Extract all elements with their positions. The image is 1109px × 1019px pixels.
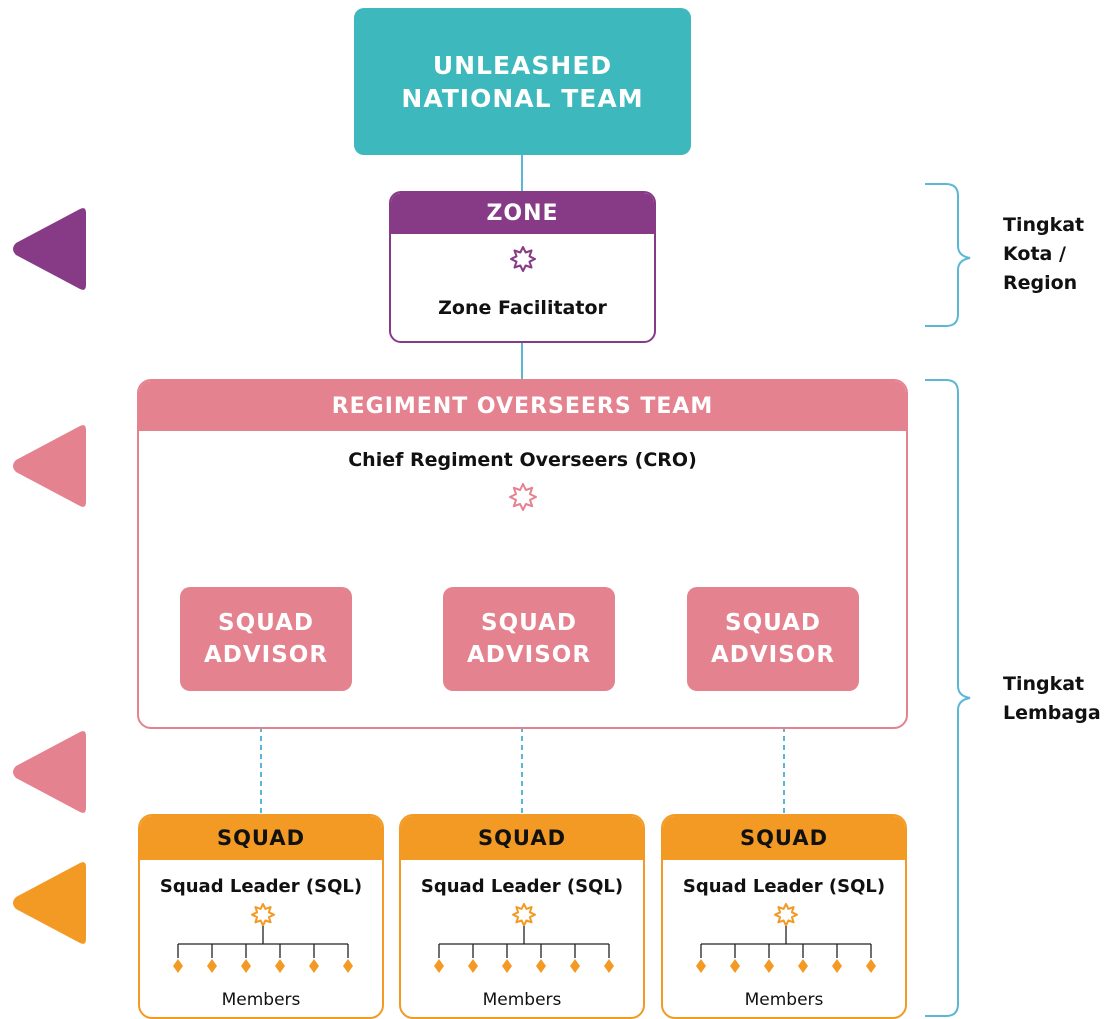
squad-box: SQUAD Squad Leader (SQL) Members <box>138 814 384 1019</box>
diamond-icon <box>241 959 251 973</box>
national-team-line2: NATIONAL TEAM <box>401 83 644 113</box>
squad-advisor-box: SQUAD ADVISOR <box>443 587 615 691</box>
zone-facilitator-label: Zone Facilitator <box>438 297 607 319</box>
cro-label: Chief Regiment Overseers (CRO) <box>348 449 697 471</box>
diamond-icon <box>173 959 183 973</box>
members-tree <box>173 903 353 973</box>
city-level-line2: Kota / <box>1003 243 1066 265</box>
squad-triangle-marker-icon <box>13 862 86 944</box>
sun-icon <box>510 246 536 272</box>
diamond-icon <box>275 959 285 973</box>
institution-brace-icon <box>925 379 971 1017</box>
institution-level-line2: Lembaga <box>1003 702 1101 724</box>
squad-header: SQUAD <box>401 816 643 860</box>
advisor-line2: ADVISOR <box>203 642 329 668</box>
sun-icon <box>251 903 275 927</box>
members-label: Members <box>744 990 824 1010</box>
diamond-icon <box>696 959 706 973</box>
institution-level-label: Tingkat Lembaga <box>1003 670 1101 728</box>
diamond-icon <box>866 959 876 973</box>
squad-box: SQUAD Squad Leader (SQL) Members <box>661 814 907 1019</box>
diamond-icon <box>604 959 614 973</box>
squad-leader-label: Squad Leader (SQL) <box>420 875 624 897</box>
diamond-icon <box>832 959 842 973</box>
diamond-icon <box>536 959 546 973</box>
members-label: Members <box>482 990 562 1010</box>
city-level-line1: Tingkat <box>1003 214 1085 236</box>
zone-triangle-marker-icon <box>13 208 86 290</box>
sun-icon <box>774 903 798 927</box>
squad-header: SQUAD <box>140 816 382 860</box>
squad-advisor-box: SQUAD ADVISOR <box>180 587 352 691</box>
city-level-line3: Region <box>1003 272 1078 294</box>
advisor-line1: SQUAD <box>218 610 314 636</box>
city-level-label: Tingkat Kota / Region <box>1003 211 1084 298</box>
regiment-header: REGIMENT OVERSEERS TEAM <box>139 381 906 431</box>
diamond-icon <box>468 959 478 973</box>
squad-advisor-box: SQUAD ADVISOR <box>687 587 859 691</box>
advisor-triangle-marker-icon <box>13 731 86 813</box>
squad-leader-label: Squad Leader (SQL) <box>159 875 363 897</box>
members-tree <box>434 903 614 973</box>
national-team-box: UNLEASHED NATIONAL TEAM <box>354 8 691 155</box>
national-team-line1: UNLEASHED <box>432 50 613 80</box>
zone-header: ZONE <box>391 193 654 234</box>
diamond-icon <box>730 959 740 973</box>
diamond-icon <box>343 959 353 973</box>
advisor-line2: ADVISOR <box>710 642 836 668</box>
diamond-icon <box>207 959 217 973</box>
diamond-icon <box>798 959 808 973</box>
zone-box: ZONE Zone Facilitator <box>389 191 656 343</box>
institution-level-line1: Tingkat <box>1003 673 1085 695</box>
diamond-icon <box>309 959 319 973</box>
advisor-line1: SQUAD <box>725 610 821 636</box>
regiment-triangle-marker-icon <box>13 425 86 507</box>
members-label: Members <box>221 990 301 1010</box>
sun-icon <box>509 483 537 511</box>
advisor-line2: ADVISOR <box>466 642 592 668</box>
advisor-line1: SQUAD <box>481 610 577 636</box>
city-brace-icon <box>925 183 971 327</box>
diamond-icon <box>764 959 774 973</box>
sun-icon <box>512 903 536 927</box>
squad-header: SQUAD <box>663 816 905 860</box>
diamond-icon <box>434 959 444 973</box>
diamond-icon <box>502 959 512 973</box>
diamond-icon <box>570 959 580 973</box>
members-tree <box>696 903 876 973</box>
squad-leader-label: Squad Leader (SQL) <box>682 875 886 897</box>
squad-box: SQUAD Squad Leader (SQL) Members <box>399 814 645 1019</box>
